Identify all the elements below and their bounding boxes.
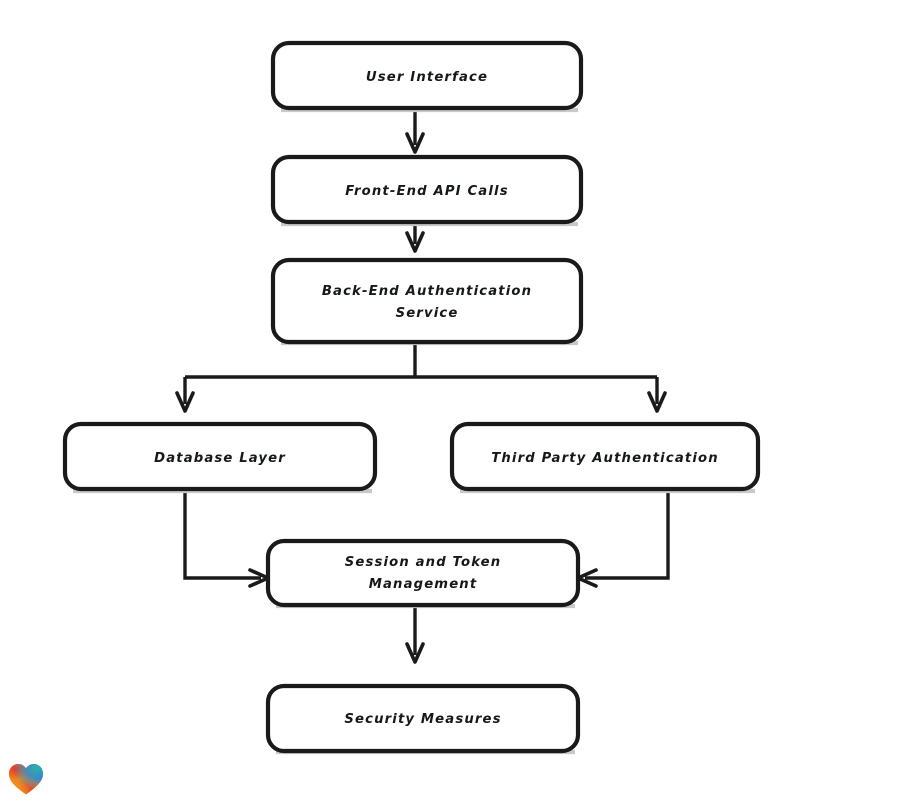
node-user-interface[interactable]: User Interface	[270, 40, 584, 113]
node-third-party-auth[interactable]: Third Party Authentication	[449, 421, 761, 494]
edge-backend-to-database	[175, 377, 195, 413]
node-third-party-auth-label: Third Party Authentication	[491, 451, 719, 466]
node-user-interface-label: User Interface	[366, 70, 488, 85]
node-backend-auth-service[interactable]: Back-End Authentication Service	[270, 257, 584, 346]
node-database-layer[interactable]: Database Layer	[62, 421, 378, 494]
heart-icon	[9, 764, 43, 795]
edge-thirdparty-to-session	[576, 489, 670, 588]
node-backend-auth-service-label-line1: Back-End Authentication	[322, 284, 532, 299]
edge-backend-to-thirdparty	[647, 377, 667, 413]
node-security-measures[interactable]: Security Measures	[265, 683, 581, 755]
edge-backend-split-bus	[185, 342, 657, 379]
node-database-layer-label: Database Layer	[154, 451, 286, 466]
node-session-token-management[interactable]: Session and Token Management	[265, 538, 581, 609]
edge-session-to-security	[405, 605, 425, 664]
node-security-measures-label: Security Measures	[344, 712, 501, 727]
edge-frontend-to-backend	[405, 222, 425, 253]
node-session-token-management-label-line1: Session and Token	[345, 555, 502, 570]
node-backend-auth-service-label-line2: Service	[396, 306, 459, 321]
edge-database-to-session	[183, 489, 270, 588]
node-frontend-api-calls-label: Front-End API Calls	[345, 184, 508, 199]
node-session-token-management-label-line2: Management	[369, 577, 478, 592]
node-frontend-api-calls[interactable]: Front-End API Calls	[270, 154, 584, 227]
edge-ui-to-frontend	[405, 108, 425, 154]
